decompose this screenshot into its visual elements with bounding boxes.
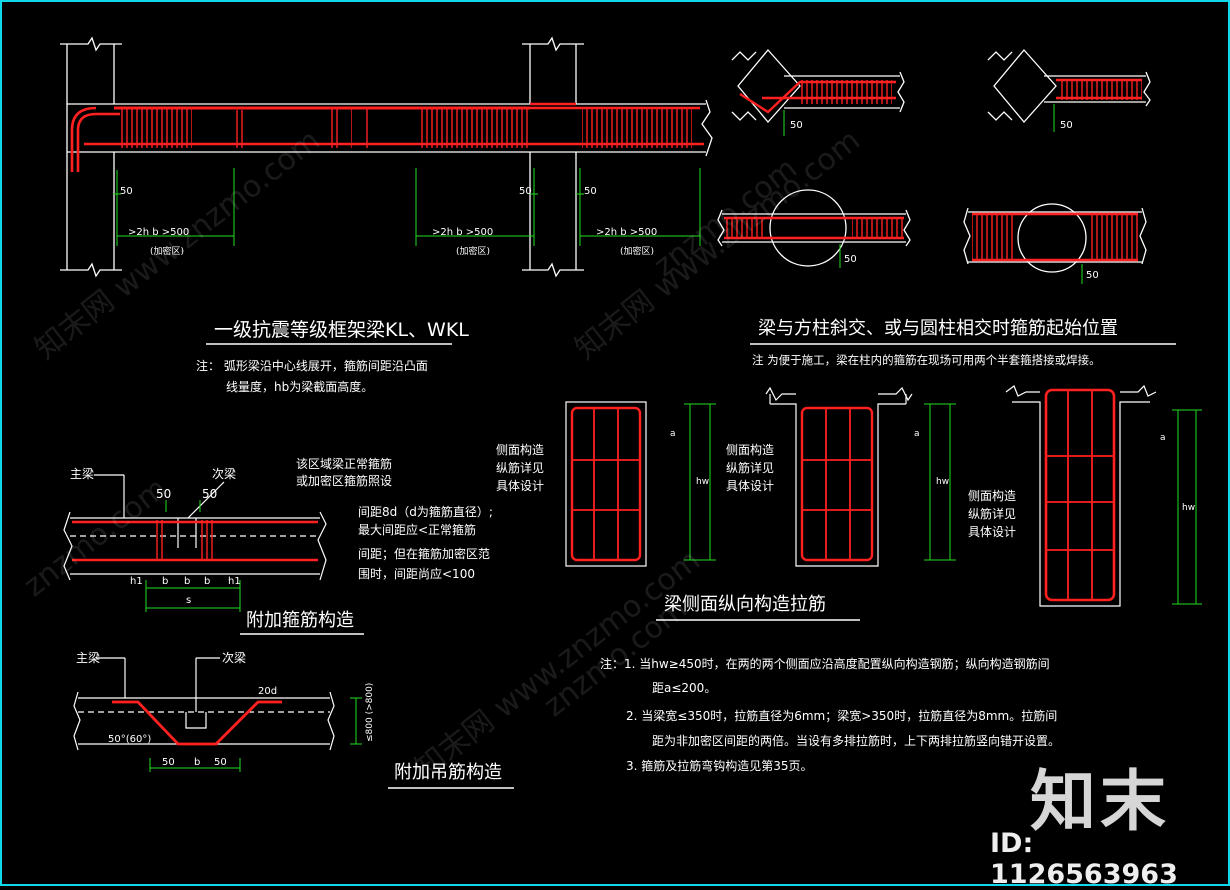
- hanger-bar: [112, 700, 282, 746]
- side-label-c2: 纵筋详见: [968, 506, 1016, 521]
- additional-stirrup-detail: [63, 474, 327, 581]
- side-mark-c: a: [1160, 433, 1166, 443]
- stirrup-spacing-1: 间距8d（d为箍筋直径）;: [358, 504, 493, 519]
- kl-beam-rebar: [70, 102, 704, 172]
- stirrup-b-3: b: [204, 576, 210, 587]
- note-2a: 2. 当梁宽≤350时，拉筋直径为6mm；梁宽>350时，拉筋直径为8mm。拉筋…: [626, 708, 1057, 723]
- kl-zone-label-3: (加密区): [620, 245, 654, 257]
- side-mark-a: a: [670, 429, 676, 439]
- stirrup-spacing-2: 最大间距应<正常箍筋: [358, 522, 476, 537]
- col-dim-50-2: 50: [1060, 120, 1073, 131]
- stirrup-b-2: b: [184, 576, 190, 587]
- stirrup-s: s: [186, 595, 191, 606]
- side-label-b3: 具体设计: [726, 479, 774, 493]
- column-note: 注 为便于施工，梁在柱内的箍筋在现场可用两个半套箍搭接或焊接。: [752, 353, 1101, 367]
- hanger-title: 附加吊筋构造: [394, 762, 502, 783]
- image-id: ID: 1126563963: [990, 828, 1178, 890]
- kl-zone-dim-3: >2h b >500: [596, 227, 657, 238]
- stirrup-b-1: b: [162, 576, 168, 587]
- stirrup-h1-left: h1: [130, 576, 143, 587]
- note-3: 3. 箍筋及拉筋弯钩构造见第35页。: [626, 758, 813, 773]
- side-label-a3: 具体设计: [496, 479, 544, 493]
- hanger-main-beam: 主梁: [76, 650, 100, 665]
- additional-stirrup-dims: [145, 500, 241, 612]
- hanger-dim-20d: 20d: [258, 686, 277, 697]
- kl-note-1: 注： 弧形梁沿中心线展开，箍筋间距沿凸面: [196, 358, 428, 373]
- side-label-b1: 侧面构造: [726, 442, 774, 457]
- hanger-angle: 50°(60°): [108, 734, 151, 745]
- side-tie-rebar: [570, 388, 1116, 602]
- side-hw-1: hw: [696, 477, 709, 487]
- hanger-dims: [149, 697, 362, 772]
- note-2b: 距为非加密区间距的两倍。当设有多排拉筋时，上下两排拉筋竖向错开设置。: [652, 733, 1060, 748]
- hanger-dim-b: b: [194, 757, 200, 768]
- hanger-bar-detail: [73, 657, 335, 751]
- side-tie-dims: [684, 403, 1202, 605]
- stirrup-h1-right: h1: [228, 576, 241, 587]
- stirrup-dim-50-right: 50: [202, 487, 217, 501]
- kl-title: 一级抗震等级框架梁KL、WKL: [214, 319, 469, 341]
- side-label-c1: 侧面构造: [968, 488, 1016, 503]
- column-intersection-dims: [783, 104, 1083, 284]
- stirrup-dim-50-left: 50: [156, 487, 171, 501]
- col-dim-50-3: 50: [844, 254, 857, 265]
- stirrup-callout-1: 该区域梁正常箍筋: [296, 456, 392, 471]
- stirrup-sec-beam: 次梁: [212, 466, 236, 481]
- side-label-c3: 具体设计: [968, 525, 1016, 539]
- side-label-a2: 纵筋详见: [496, 460, 544, 475]
- hanger-dim-right: 50: [214, 757, 227, 768]
- kl-zone-label-1: (加密区): [150, 245, 184, 257]
- stirrup-title: 附加箍筋构造: [246, 610, 354, 631]
- brand-logo: 知末: [1030, 763, 1170, 840]
- stirrup-spacing-4: 围时，间距尚应<100: [358, 566, 475, 581]
- col-dim-50-1: 50: [790, 120, 803, 131]
- column-title: 梁与方柱斜交、或与圆柱相交时箍筋起始位置: [758, 318, 1118, 339]
- note-1b: 距a≤200。: [652, 681, 716, 695]
- kl-zone-dim-2: >2h b >500: [432, 227, 493, 238]
- note-1a: 注：1. 当hw≥450时，在两的两个侧面应沿高度配置纵向构造钢筋；纵向构造钢筋…: [600, 656, 1050, 671]
- side-tie-sections: [565, 384, 1157, 607]
- kl-dim-50-a: 50: [120, 186, 133, 197]
- side-hw-2: hw: [936, 477, 949, 487]
- kl-zone-dim-1: >2h b >500: [128, 227, 189, 238]
- kl-note-2: 线量度，hb为梁截面高度。: [226, 379, 373, 394]
- column-intersection-details: [717, 49, 1151, 273]
- side-mark-b: a: [914, 429, 920, 439]
- hanger-sec-beam: 次梁: [222, 650, 246, 665]
- kl-beam-elevation: [60, 36, 713, 278]
- hanger-dim-left: 50: [162, 757, 175, 768]
- additional-stirrup-rebar: [72, 520, 318, 562]
- kl-zone-label-2: (加密区): [456, 245, 490, 257]
- stirrup-spacing-3: 间距；但在箍筋加密区范: [358, 546, 490, 561]
- stirrup-callout-2: 或加密区箍筋照设: [296, 473, 392, 488]
- kl-dim-50-c: 50: [584, 186, 597, 197]
- kl-dim-50-b: 50: [519, 186, 532, 197]
- side-label-a1: 侧面构造: [496, 442, 544, 457]
- column-intersection-rebar: [724, 78, 1142, 262]
- kl-dimensions: [113, 168, 701, 246]
- stirrup-main-beam: 主梁: [70, 466, 94, 481]
- side-label-b2: 纵筋详见: [726, 460, 774, 475]
- side-hw-3: hw: [1182, 503, 1195, 513]
- hanger-height: ≤800 (>800): [365, 683, 375, 742]
- side-title: 梁侧面纵向构造拉筋: [664, 594, 826, 615]
- col-dim-50-4: 50: [1086, 270, 1099, 281]
